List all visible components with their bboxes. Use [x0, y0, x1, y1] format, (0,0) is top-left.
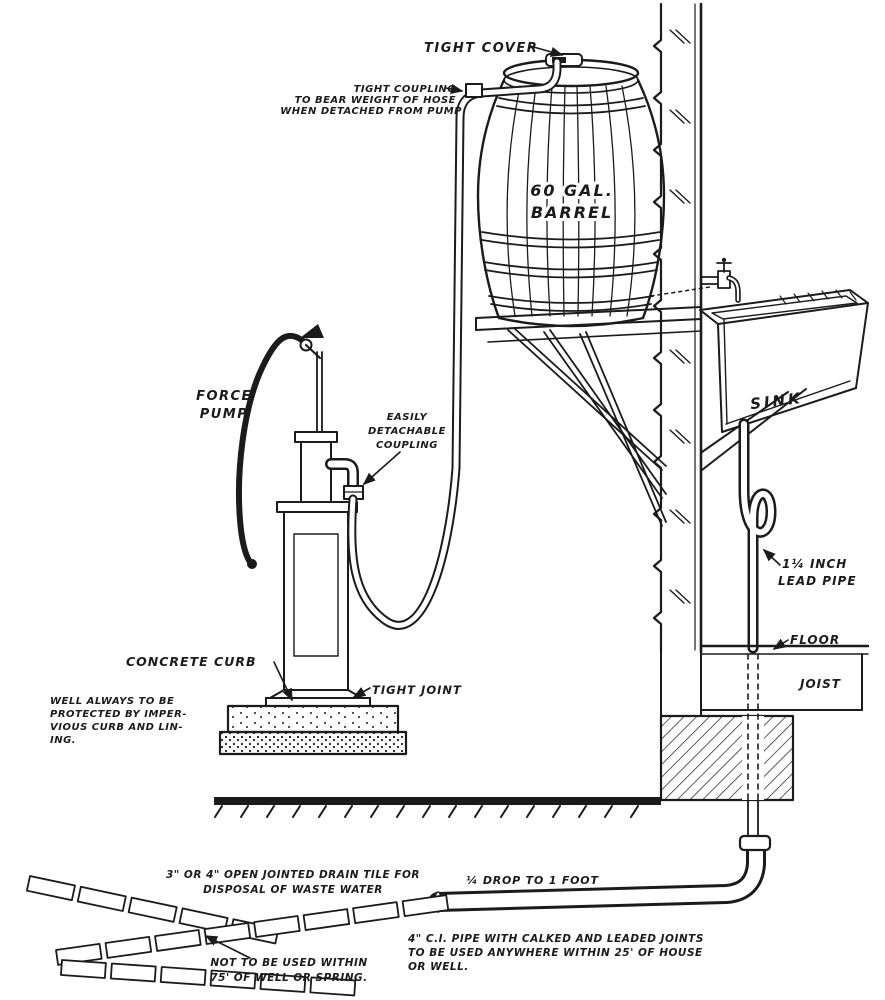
- concrete-curb: [218, 704, 408, 756]
- label-drain-tile-2: DISPOSAL OF WASTE WATER: [203, 884, 383, 896]
- label-tight-cover: TIGHT COVER: [424, 41, 538, 56]
- wall-hatch-marks: [669, 29, 691, 604]
- label-well-note-4: ING.: [50, 735, 76, 746]
- joist: [700, 653, 863, 711]
- label-barrel-1: 60 GAL.: [530, 181, 614, 200]
- label-well-note-1: WELL ALWAYS TO BE: [50, 696, 174, 707]
- pipe-coupling: [738, 834, 772, 852]
- label-tight-coupling-3: WHEN DETACHED FROM PUMP: [280, 106, 462, 117]
- label-drain-tile-1: 3" OR 4" OPEN JOINTED DRAIN TILE FOR: [166, 869, 420, 881]
- drain-tile-row-middle: [55, 894, 450, 966]
- label-detachable-3: COUPLING: [376, 440, 438, 451]
- arrow-not-within: [204, 935, 251, 959]
- faucet: [700, 257, 741, 303]
- barrel-to-faucet-pipe: [650, 286, 711, 297]
- tight-coupling-fitting: [465, 83, 483, 98]
- label-ci-pipe-1: 4" C.I. PIPE WITH CALKED AND LEADED JOIN…: [407, 933, 704, 945]
- drain-tiles: [25, 875, 450, 997]
- barrel-staves: [506, 85, 636, 317]
- drain-tile-row-lower: [60, 959, 357, 997]
- arrow-lead-pipe: [762, 548, 781, 566]
- label-tight-coupling-2: TO BEAR WEIGHT OF HOSE: [295, 95, 456, 106]
- arrow-tight-joint: [352, 687, 371, 698]
- house-wall: [652, 2, 703, 717]
- pump-base-flare: [269, 689, 363, 699]
- ground-line: [214, 797, 661, 818]
- barrel-shelf: [475, 306, 702, 527]
- hose: [347, 57, 562, 630]
- label-not-within-2: 75' OF WELL OR SPRING.: [210, 972, 367, 984]
- foundation: [659, 714, 795, 802]
- label-ci-pipe-3: OR WELL.: [408, 961, 469, 973]
- barrel-hoops: [481, 97, 661, 312]
- label-sink: SINK: [749, 389, 803, 413]
- label-not-within-1: NOT TO BE USED WITHIN: [210, 957, 367, 969]
- label-well-note-3: VIOUS CURB AND LIN-: [50, 722, 183, 733]
- label-tight-coupling-1: TIGHT COUPLING: [354, 84, 456, 95]
- pump-handle: [235, 333, 306, 565]
- label-lead-pipe-2: LEAD PIPE: [778, 574, 857, 588]
- label-floor: FLOOR: [790, 633, 840, 647]
- label-well-note-2: PROTECTED BY IMPER-: [50, 709, 187, 720]
- arrow-tight-coupling: [445, 83, 464, 94]
- label-detachable-1: EASILY: [387, 412, 429, 423]
- label-lead-pipe-1: 1¼ INCH: [782, 557, 847, 571]
- sink-rim-hatch: [779, 289, 857, 305]
- label-joist: JOIST: [798, 677, 841, 691]
- pipe-hidden-run: [747, 653, 759, 801]
- shelf-braces: [507, 327, 667, 527]
- label-detachable-2: DETACHABLE: [368, 426, 446, 437]
- barrel: [476, 53, 666, 328]
- label-tight-joint: TIGHT JOINT: [372, 683, 462, 697]
- label-drop: ¼ DROP TO 1 FOOT: [466, 874, 599, 887]
- lead-pipe-trap: [738, 418, 777, 654]
- label-ci-pipe-2: TO BE USED ANYWHERE WITHIN 25' OF HOUSE: [408, 947, 703, 959]
- pump-pivot-bracket: [300, 324, 324, 338]
- force-pump: [235, 324, 371, 707]
- label-barrel-2: BARREL: [531, 203, 613, 222]
- arrow-detachable-coupling: [362, 451, 401, 486]
- pump-base-plate: [265, 697, 371, 707]
- pipe-below-foundation: [747, 799, 759, 839]
- label-concrete-curb: CONCRETE CURB: [126, 654, 257, 669]
- arrow-concrete-curb: [273, 661, 293, 702]
- floor: [699, 644, 870, 655]
- arrow-floor: [772, 638, 789, 650]
- sink: [699, 289, 869, 471]
- pump-cylinder: [300, 441, 332, 503]
- arrow-tight-cover: [529, 45, 564, 57]
- label-force-pump-2: PUMP: [200, 407, 249, 422]
- label-force-pump-1: FORCE: [196, 389, 252, 404]
- leader-arrows: [204, 45, 789, 959]
